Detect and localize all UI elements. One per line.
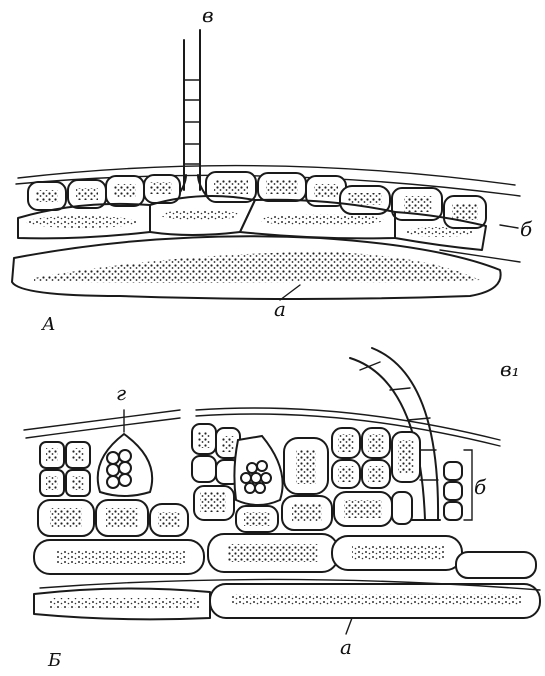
bracket-b	[464, 450, 472, 520]
label-a-bottom: а	[340, 635, 352, 659]
panel-a: в б а А	[12, 3, 533, 335]
label-g: г	[116, 381, 126, 405]
label-b-bottom: б	[474, 475, 487, 499]
basal-cells-b	[34, 579, 540, 619]
leader-a-bottom	[346, 618, 352, 634]
leader-b-top	[500, 225, 518, 228]
panel-b: г в₁ б а Б	[24, 348, 540, 671]
label-b-top: б	[520, 217, 533, 241]
panel-label-a: А	[40, 314, 56, 335]
label-v-top: в	[202, 3, 214, 27]
right-cell-cluster	[282, 428, 462, 530]
cuticle-b-left	[24, 410, 180, 430]
hair-shaft	[176, 30, 208, 198]
flat-cell-layer	[34, 534, 536, 578]
cuticle-b-left-2	[26, 418, 180, 438]
middle-cell-cluster	[192, 424, 283, 532]
basal-cell-a	[12, 236, 501, 299]
label-v1: в₁	[500, 357, 520, 381]
panel-label-b: Б	[47, 650, 61, 671]
leader-a-top	[280, 285, 300, 300]
